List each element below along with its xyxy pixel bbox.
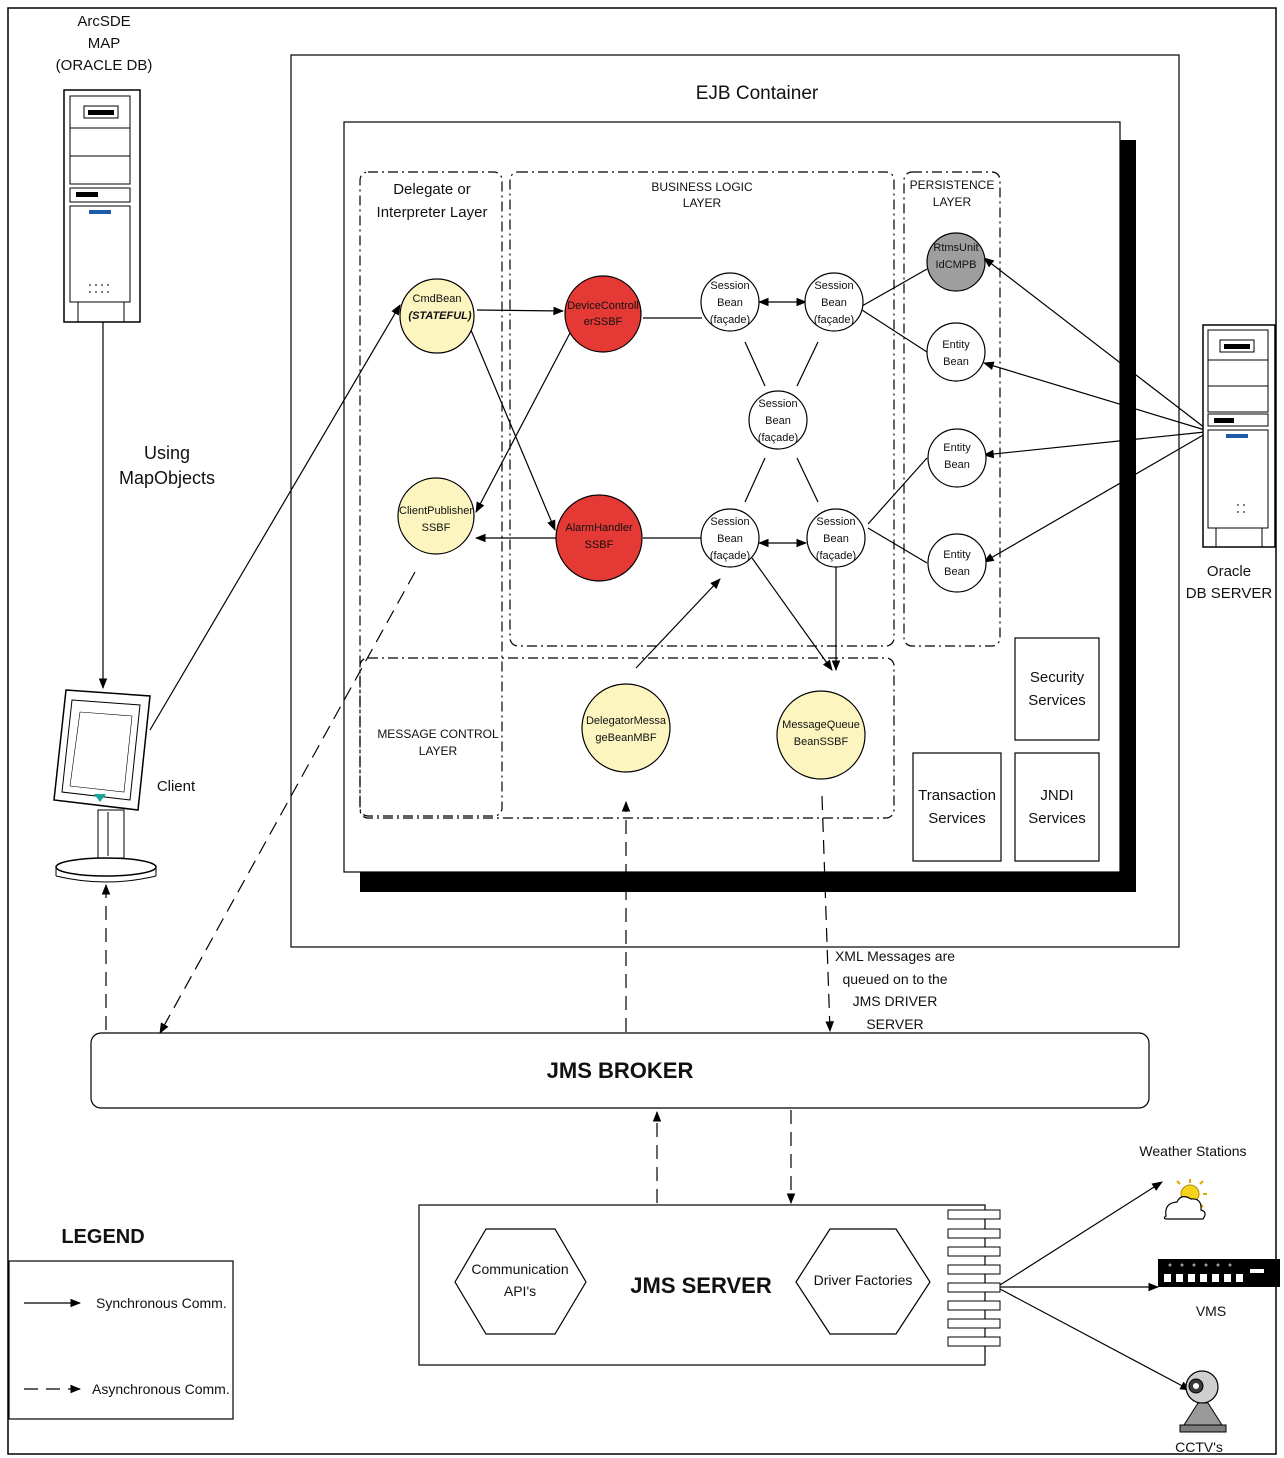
session-bean-bottom-right: Session Bean (façade) [807,509,865,567]
server-to-cctv-arrow [1000,1289,1190,1390]
alarmhandler-node [556,495,642,581]
delegator-label-1: DelegatorMessa [586,715,667,727]
weather-stations-label: Weather Stations [1139,1143,1246,1159]
session-bean-top-right: Session Bean (façade) [805,273,863,331]
driver-factories-label: Driver Factories [814,1272,913,1288]
server-to-weather-arrow [1000,1182,1162,1285]
client-label: Client [157,778,196,795]
session-bean-top-left: Session Bean (façade) [701,273,759,331]
using-mapobjects-label-1: Using [144,443,190,463]
arcsde-label-3: (ORACLE DB) [56,57,153,74]
message-control-layer-title-1: MESSAGE CONTROL [377,727,499,741]
session-bean-bottom-left: Session Bean (façade) [701,509,759,567]
rtms-label-2: IdCMPB [936,259,977,271]
oracle-server-label-1: Oracle [1207,563,1251,580]
session-bean-top-left-label-2: Bean [717,297,743,309]
entity-bean-2-node [928,429,986,487]
session-bean-bottom-left-label-2: Bean [717,533,743,545]
session-bean-middle-label-2: Bean [765,415,791,427]
session-bean-middle-label-3: (façade) [758,432,798,444]
xml-note-line-2: queued on to the [842,971,947,987]
xml-note-line-3: JMS DRIVER [853,993,938,1009]
session-bean-bottom-right-label-2: Bean [823,533,849,545]
entity-bean-1-node [927,323,985,381]
rtms-label-1: RtmsUnit [933,242,978,254]
session-bean-top-right-label-2: Bean [821,297,847,309]
cmdbean-label-2: (STATEFUL) [408,310,471,322]
clientpublisher-label-2: SSBF [422,522,451,534]
business-layer-title-2: LAYER [683,196,722,210]
oracle-db-server-icon [1203,325,1275,547]
security-services-label-2: Services [1028,692,1086,709]
communication-api-label-1: Communication [471,1261,568,1277]
client-computer-icon [54,690,156,882]
communication-api-label-2: API's [504,1283,536,1299]
messagequeue-bean-node [777,691,865,779]
arcsde-label-1: ArcSDE [77,13,130,30]
session-bean-middle: Session Bean (façade) [749,391,807,449]
alarmhandler-label-2: SSBF [585,539,614,551]
entity-bean-1-label-2: Bean [943,356,969,368]
alarmhandler-label-1: AlarmHandler [565,522,633,534]
entity-bean-2-label-1: Entity [943,442,971,454]
arcsde-label-2: MAP [88,35,121,52]
using-mapobjects-label-2: MapObjects [119,468,215,488]
jms-server-label: JMS SERVER [630,1273,772,1298]
cctv-label: CCTV's [1175,1439,1223,1455]
entity-bean-1-label-1: Entity [942,339,970,351]
session-bean-bottom-right-label-3: (façade) [816,550,856,562]
jms-broker-label: JMS BROKER [547,1058,694,1083]
jndi-services-label-2: Services [1028,810,1086,827]
oracle-server-label-2: DB SERVER [1186,585,1273,602]
transaction-services-label-1: Transaction [918,787,996,804]
transaction-services-box [913,753,1001,861]
jndi-services-label-1: JNDI [1040,787,1073,804]
legend-title: LEGEND [61,1226,144,1248]
messagequeue-label-1: MessageQueue [782,719,860,731]
security-services-box [1015,638,1099,740]
session-bean-top-left-label-3: (façade) [710,314,750,326]
security-services-label-1: Security [1030,669,1085,686]
ejb-container-title: EJB Container [696,83,819,104]
session-bean-bottom-left-label-1: Session [710,516,749,528]
arcsde-server-icon [64,90,140,322]
devicecontroller-label-2: erSSBF [584,316,623,328]
session-bean-middle-label-1: Session [758,398,797,410]
xml-note-line-1: XML Messages are [835,948,955,964]
session-bean-top-right-label-3: (façade) [814,314,854,326]
session-bean-top-left-label-1: Session [710,280,749,292]
legend-sync-label: Synchronous Comm. [96,1295,227,1311]
legend-async-label: Asynchronous Comm. [92,1381,230,1397]
messagequeue-label-2: BeanSSBF [794,736,849,748]
devicecontroller-node [565,276,641,352]
xml-note-line-4: SERVER [866,1016,923,1032]
devicecontroller-label-1: DeviceControll [567,300,639,312]
transaction-services-label-2: Services [928,810,986,827]
session-bean-bottom-right-label-1: Session [816,516,855,528]
delegate-layer-title-1: Delegate or [393,181,471,198]
entity-bean-3-label-2: Bean [944,566,970,578]
delegator-message-bean-node [582,684,670,772]
vms-sign-icon [1158,1259,1280,1287]
clientpublisher-label-1: ClientPublisher [399,505,473,517]
cctv-camera-icon [1180,1371,1226,1432]
jndi-services-box [1015,753,1099,861]
weather-station-icon [1164,1179,1207,1219]
vms-label: VMS [1196,1303,1226,1319]
delegator-label-2: geBeanMBF [595,732,656,744]
entity-bean-3-label-1: Entity [943,549,971,561]
business-layer-title-1: BUSINESS LOGIC [651,180,753,194]
delegate-layer-title-2: Interpreter Layer [377,204,488,221]
entity-bean-3-node [928,534,986,592]
persistence-layer-title-1: PERSISTENCE [910,178,995,192]
entity-bean-2-label-2: Bean [944,459,970,471]
cmdbean-label-1: CmdBean [413,293,462,305]
message-control-layer-title-2: LAYER [419,744,458,758]
session-bean-bottom-left-label-3: (façade) [710,550,750,562]
session-bean-top-right-label-1: Session [814,280,853,292]
persistence-layer-title-2: LAYER [933,195,972,209]
